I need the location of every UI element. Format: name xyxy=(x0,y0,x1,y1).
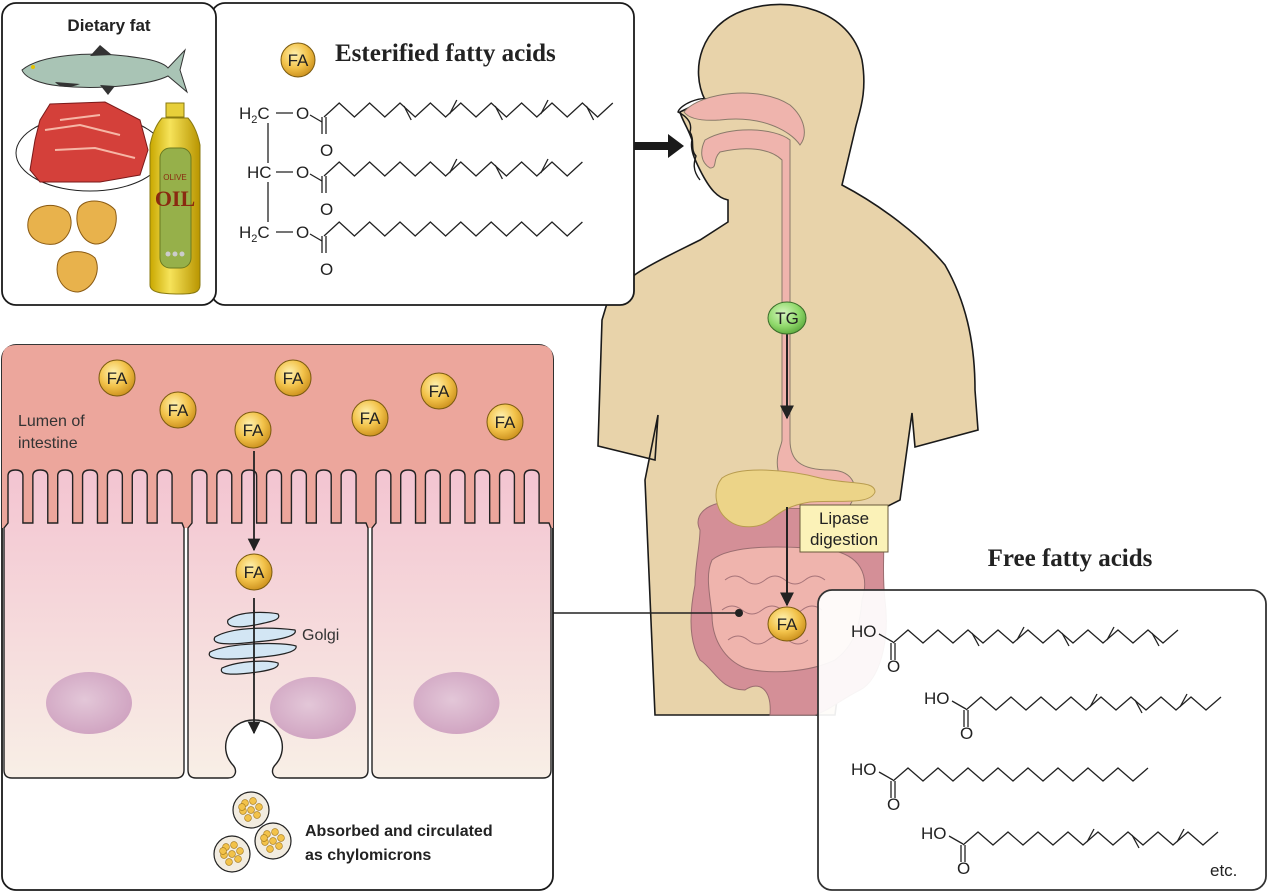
oil-label-main: OIL xyxy=(155,186,195,211)
ester-bond xyxy=(309,233,323,242)
chylomicron xyxy=(213,835,251,873)
carbonyl-o-label: O xyxy=(957,859,970,878)
fa-badge-header: FA xyxy=(280,42,316,78)
svg-text:O: O xyxy=(320,200,333,219)
fatty-acid-2 xyxy=(963,693,1222,727)
dietary-fat-title: Dietary fat xyxy=(67,16,150,35)
esterified-title: Esterified fatty acids xyxy=(335,40,556,67)
connector-line xyxy=(553,609,743,617)
free-fatty-acid-structures: HO O HO O HO O HO O xyxy=(851,622,1222,878)
fatty-acid-4 xyxy=(960,828,1219,862)
absorbed-label-line1: Absorbed and circulated xyxy=(305,823,493,840)
backbone-h2c-1: H2C xyxy=(239,104,270,126)
free-fatty-acids-panel: HO O HO O HO O HO O etc. xyxy=(817,589,1267,891)
ester-bond xyxy=(309,173,323,182)
svg-text:FA: FA xyxy=(243,421,264,440)
fa-badge-body: FA xyxy=(767,606,807,642)
intestine-folds xyxy=(721,575,826,645)
nucleus xyxy=(270,677,356,739)
nucleus xyxy=(46,672,132,734)
lipase-label-line1: Lipase xyxy=(819,509,869,528)
lumen-label-line2: intestine xyxy=(18,435,78,452)
enterocytes xyxy=(3,469,552,779)
svg-text:FA: FA xyxy=(495,413,516,432)
ho-label: HO xyxy=(851,622,877,641)
fa-molecule: FA xyxy=(159,391,197,429)
svg-text:FA: FA xyxy=(244,563,265,582)
lipase-digestion-box: Lipase digestion xyxy=(799,504,889,553)
fa-molecule: FA xyxy=(420,372,458,410)
fa-molecule: FA xyxy=(98,359,136,397)
walnuts-icon xyxy=(27,200,117,293)
triglyceride-chains xyxy=(309,99,614,253)
enterocyte xyxy=(3,469,185,779)
fatty-acid-3 xyxy=(890,767,1149,798)
enterocyte xyxy=(371,469,552,779)
arrow-to-mouth-icon xyxy=(634,134,684,158)
meat-icon xyxy=(29,101,149,183)
fa-molecule: FA xyxy=(274,359,312,397)
ester-bond xyxy=(309,114,323,123)
svg-text:FA: FA xyxy=(288,51,309,70)
svg-text:O: O xyxy=(296,163,309,182)
nasal-cavity xyxy=(683,92,805,146)
fish-icon xyxy=(21,45,189,95)
backbone-hc: HC xyxy=(247,163,272,182)
svg-text:O: O xyxy=(320,141,333,160)
svg-text:FA: FA xyxy=(360,409,381,428)
chylomicron xyxy=(254,822,292,860)
svg-text:O: O xyxy=(296,104,309,123)
golgi-label: Golgi xyxy=(302,627,339,644)
absorbed-label-line2: as chylomicrons xyxy=(305,847,431,864)
tg-label: TG xyxy=(775,309,799,328)
fa-badge-cell: FA xyxy=(235,553,273,591)
acyl-chain-3 xyxy=(321,221,583,253)
svg-text:FA: FA xyxy=(777,615,798,634)
svg-text:O: O xyxy=(296,223,309,242)
svg-text:O: O xyxy=(320,260,333,279)
etc-label: etc. xyxy=(1210,861,1237,880)
fatty-acid-1 xyxy=(890,626,1179,660)
acyl-chain-1 xyxy=(321,99,614,134)
chylomicron xyxy=(232,791,270,829)
ho-label: HO xyxy=(851,760,877,779)
face-profile xyxy=(677,98,713,181)
triglyceride-structure: H2C HC H2C O O O O O O xyxy=(239,104,333,279)
ho-label: HO xyxy=(921,824,947,843)
svg-text:FA: FA xyxy=(107,369,128,388)
ho-label: HO xyxy=(924,689,950,708)
olive-oil-bottle-icon: OLIVE OIL xyxy=(149,102,201,295)
svg-text:FA: FA xyxy=(283,369,304,388)
pancreas xyxy=(715,469,876,528)
carbonyl-o-label: O xyxy=(887,795,900,814)
backbone-h2c-2: H2C xyxy=(239,223,270,245)
enterocyte xyxy=(187,469,369,779)
free-fatty-acids-title: Free fatty acids xyxy=(988,545,1153,572)
acyl-chain-2 xyxy=(321,158,583,193)
chylomicrons xyxy=(213,791,292,873)
lumen-label-line1: Lumen of xyxy=(18,413,85,430)
carbonyl-o-label: O xyxy=(960,724,973,743)
carbonyl-o-label: O xyxy=(887,657,900,676)
nucleus xyxy=(413,672,500,734)
tg-badge: TG xyxy=(767,301,807,335)
golgi-icon xyxy=(208,611,297,675)
svg-text:FA: FA xyxy=(429,382,450,401)
dietary-fat-panel: Dietary fat OLIVE OIL xyxy=(1,2,635,306)
fa-molecule: FA xyxy=(486,403,524,441)
intestinal-panel: Lumen of intestine FA FA FA FA FA FA FA FA Gol… xyxy=(1,344,554,891)
fa-molecule: FA xyxy=(351,399,389,437)
fa-molecule: FA xyxy=(234,411,272,449)
svg-text:FA: FA xyxy=(168,401,189,420)
lumen-fatty-acids: FA FA FA FA FA FA FA xyxy=(98,359,524,449)
oil-label-top: OLIVE xyxy=(163,173,187,182)
lipase-label-line2: digestion xyxy=(810,530,878,549)
